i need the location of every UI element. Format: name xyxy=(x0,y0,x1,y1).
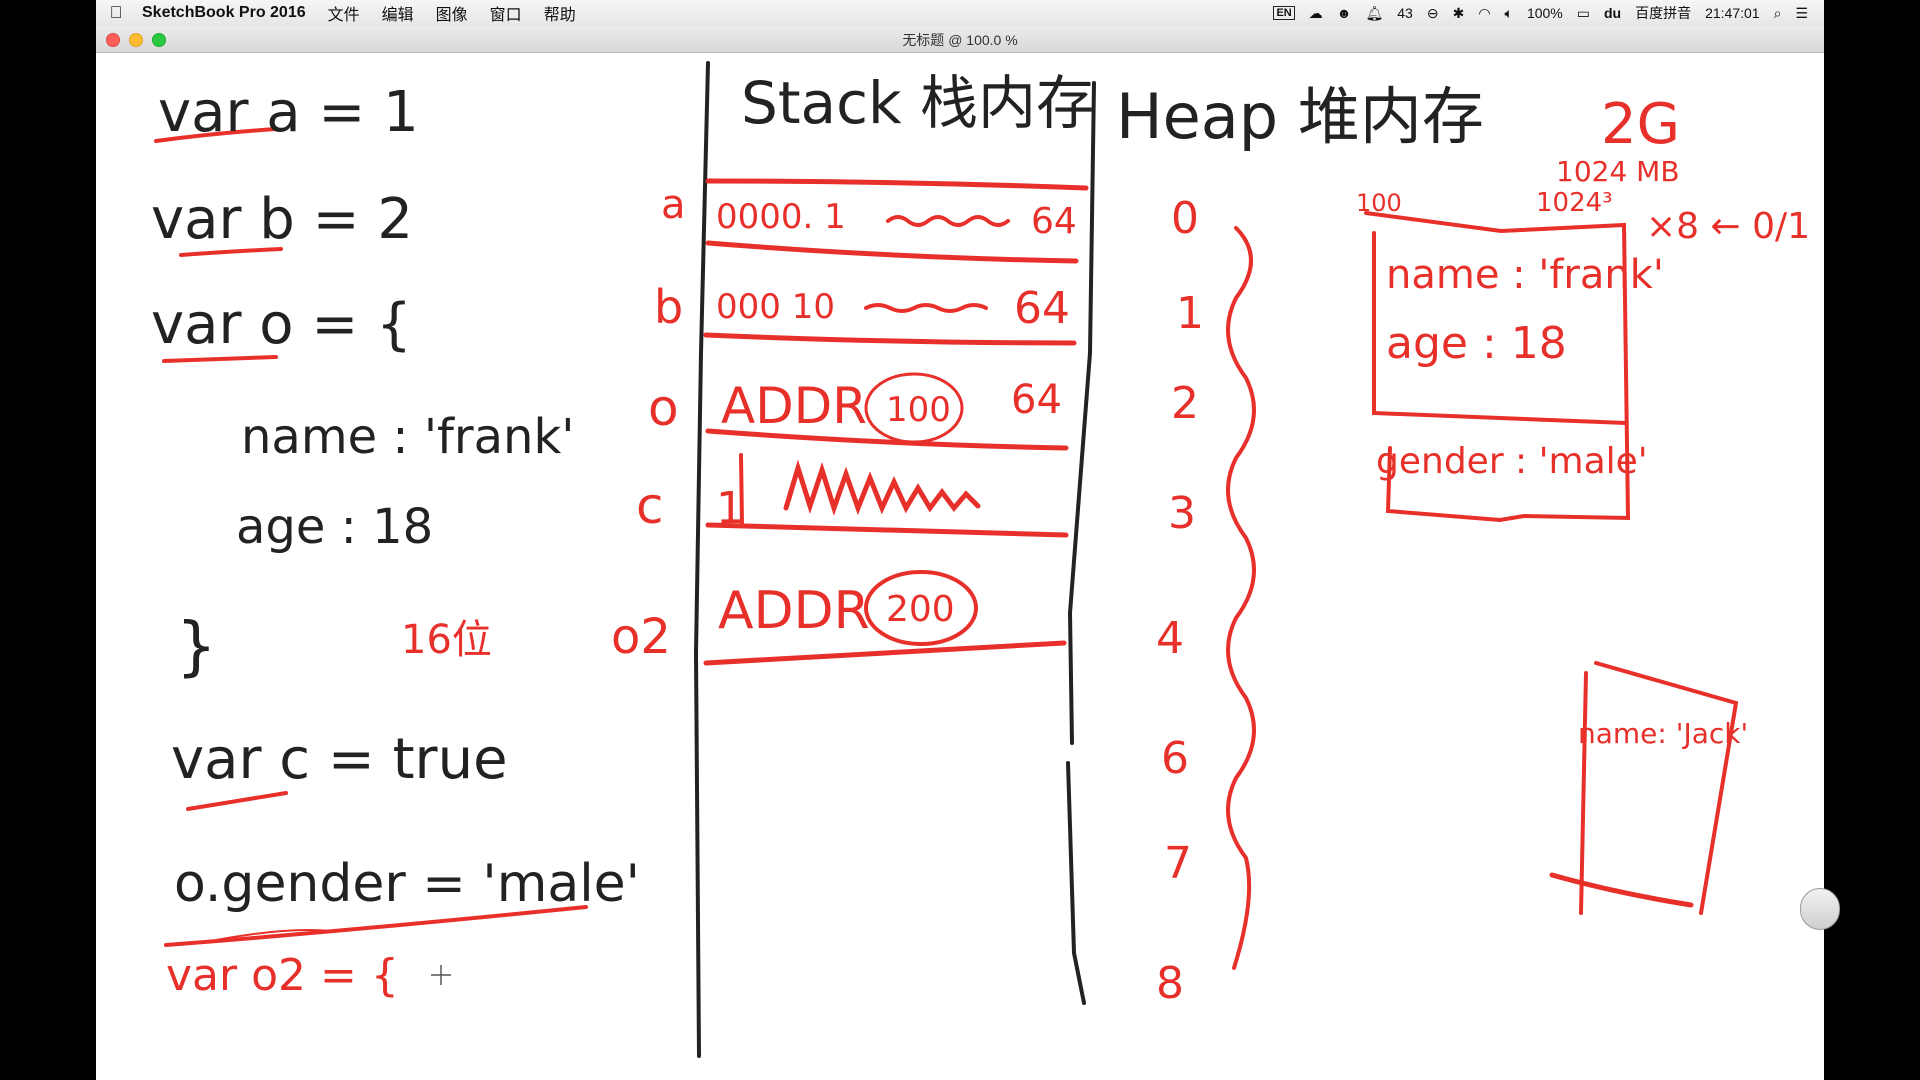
menu-window[interactable]: 窗口 xyxy=(489,7,522,24)
notification-center-icon[interactable]: ☰ xyxy=(1795,4,1808,21)
sketch-layer: var a = 1 var b = 2 var o = { name : 'fr… xyxy=(151,61,1810,1058)
time-machine-icon[interactable]: ⊖ xyxy=(1426,4,1439,21)
battery-percent: 100% xyxy=(1526,5,1563,21)
ime-label[interactable]: 百度拼音 xyxy=(1635,5,1692,21)
stack-cell-b: 000 10 xyxy=(716,287,835,327)
canvas-scroll-handle[interactable] xyxy=(1800,888,1840,930)
heap-address-label: 100 xyxy=(1356,189,1402,217)
heap-index-1: 1 xyxy=(1176,288,1204,339)
window-title: 无标题 @ 100.0 % xyxy=(902,32,1018,48)
notification-count: 43 xyxy=(1397,5,1413,21)
heap-mb-note-2: 1024³ xyxy=(1536,188,1613,218)
spotlight-icon[interactable]: ⌕ xyxy=(1773,4,1782,21)
stack-label-c: c xyxy=(636,477,664,535)
battery-icon[interactable]: ▭ xyxy=(1576,4,1590,21)
stack-cell-c: 1 xyxy=(716,483,744,534)
code-line-age: age : 18 xyxy=(236,499,433,555)
note-16-bit: 16位 xyxy=(401,617,492,663)
heap-mb-note: 1024 MB xyxy=(1556,155,1680,188)
bluetooth-icon[interactable]: ✱ xyxy=(1452,4,1465,21)
close-window-button[interactable] xyxy=(106,33,120,47)
stack-cell-o2-circle: 200 xyxy=(886,589,955,630)
zoom-window-button[interactable] xyxy=(152,33,166,47)
stack-cell-o-tail: 64 xyxy=(1011,377,1062,423)
code-line-name: name : 'frank' xyxy=(241,409,574,465)
app-menu[interactable]: SketchBook Pro 2016 xyxy=(142,4,306,21)
menu-file[interactable]: 文件 xyxy=(327,7,360,24)
minimize-window-button[interactable] xyxy=(129,33,143,47)
stack-cell-o-addr: ADDR xyxy=(721,377,867,435)
drawing-canvas[interactable]: var a = 1 var b = 2 var o = { name : 'fr… xyxy=(96,53,1824,1080)
code-line-var-o: var o = { xyxy=(151,292,412,357)
status-area: EN ☁ ☻ 🔔︎ 43 ⊖ ✱ ◠ 🔈︎ 100% ▭ du 百度拼音 21:… xyxy=(1273,3,1824,23)
menu-edit[interactable]: 编辑 xyxy=(381,7,414,24)
heap-obj1-age: age : 18 xyxy=(1386,318,1567,369)
input-language-indicator[interactable]: EN xyxy=(1273,6,1295,20)
window-titlebar: 无标题 @ 100.0 % xyxy=(96,26,1824,53)
stack-label-b: b xyxy=(654,280,683,334)
stack-cell-o-circle: 100 xyxy=(886,390,951,430)
stack-header: Stack 栈内存 xyxy=(741,69,1094,137)
stack-cell-a-tail: 64 xyxy=(1031,201,1077,242)
stack-cell-b-tail: 64 xyxy=(1014,283,1070,334)
heap-obj1-name: name : 'frank' xyxy=(1386,252,1664,298)
clock[interactable]: 21:47:01 xyxy=(1705,5,1760,21)
ime-icon[interactable]: du xyxy=(1603,5,1622,21)
apple-icon[interactable]:  xyxy=(96,3,136,23)
heap-bits-note: ×8 ← 0/1 xyxy=(1646,206,1810,247)
stack-cell-a: 0000. 1 xyxy=(716,197,846,237)
code-line-close-brace: } xyxy=(176,610,217,684)
heap-index-8: 8 xyxy=(1156,958,1184,1009)
cat-icon[interactable]: ☻ xyxy=(1336,5,1352,21)
crosshair-cursor-icon xyxy=(431,965,451,985)
heap-header: Heap 堆内存 xyxy=(1116,80,1484,153)
cloud-icon[interactable]: ☁ xyxy=(1308,4,1323,21)
code-line-var-a: var a = 1 xyxy=(158,80,419,145)
heap-index-7: 7 xyxy=(1164,838,1192,889)
bell-icon[interactable]: 🔔︎ xyxy=(1365,4,1384,21)
heap-index-0: 0 xyxy=(1171,193,1199,244)
code-line-var-c: var c = true xyxy=(171,727,508,792)
heap-index-4: 4 xyxy=(1156,613,1184,664)
code-line-gender: o.gender = 'male' xyxy=(174,854,640,914)
menu-image[interactable]: 图像 xyxy=(435,7,468,24)
menu-bar:  SketchBook Pro 2016 文件 编辑 图像 窗口 帮助 EN … xyxy=(96,0,1824,27)
menu-help[interactable]: 帮助 xyxy=(543,7,576,24)
heap-index-6: 6 xyxy=(1161,733,1189,784)
code-line-var-b: var b = 2 xyxy=(151,187,413,252)
wifi-icon[interactable]: ◠ xyxy=(1478,4,1491,21)
stack-label-o: o xyxy=(648,379,679,437)
heap-size-note: 2G xyxy=(1601,92,1680,157)
heap-index-2: 2 xyxy=(1171,378,1199,429)
code-line-var-o2: var o2 = { xyxy=(166,950,399,1001)
heap-obj1-gender: gender : 'male' xyxy=(1376,441,1648,482)
heap-index-3: 3 xyxy=(1168,488,1196,539)
heap-obj2-name: name: 'Jack' xyxy=(1578,717,1748,750)
stack-label-o2: o2 xyxy=(611,609,671,665)
volume-icon[interactable]: 🔈︎ xyxy=(1504,4,1513,21)
stack-label-a: a xyxy=(661,182,686,228)
stack-cell-o2-addr: ADDR xyxy=(718,581,870,641)
